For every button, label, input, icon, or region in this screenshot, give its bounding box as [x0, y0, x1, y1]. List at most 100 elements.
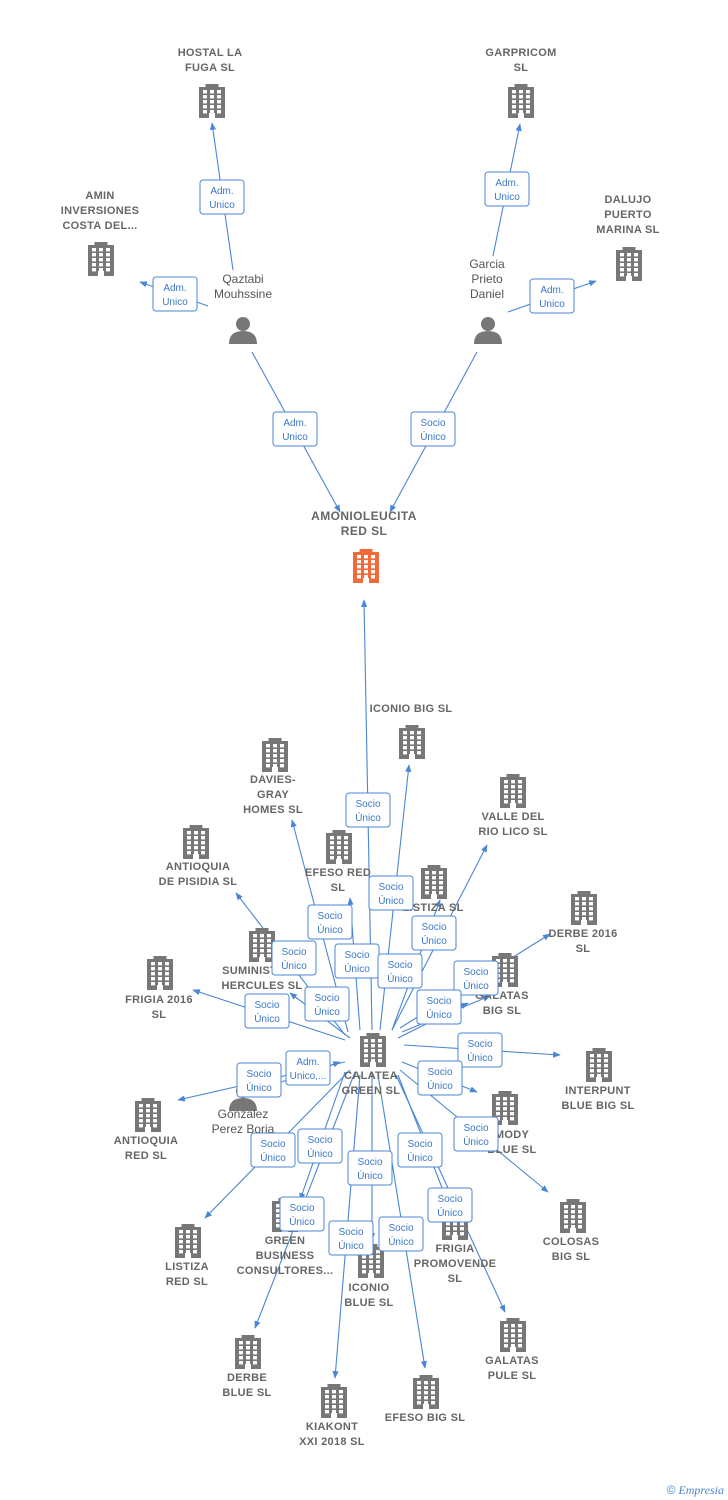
company-building-icon[interactable]	[175, 1224, 201, 1258]
company-building-icon[interactable]	[616, 247, 642, 281]
relation-box[interactable]	[272, 411, 318, 447]
relation-label-qaz-amonio[interactable]: Adm.Unico	[272, 411, 318, 447]
company-building-icon[interactable]	[262, 738, 288, 772]
company-building-icon[interactable]	[135, 1098, 161, 1132]
relation-box[interactable]	[378, 1216, 424, 1252]
relation-box[interactable]	[453, 960, 499, 996]
relation-box[interactable]	[416, 989, 462, 1025]
node-efesobig[interactable]: EFESO BIG SL	[385, 1375, 466, 1424]
relation-box[interactable]	[152, 276, 198, 312]
relation-box[interactable]	[368, 875, 414, 911]
company-building-icon[interactable]	[500, 774, 526, 808]
relation-box[interactable]	[410, 411, 456, 447]
relation-box[interactable]	[411, 915, 457, 951]
relation-label-gon-cal[interactable]: Adm.Unico,...	[285, 1050, 331, 1086]
relation-box[interactable]	[307, 904, 353, 940]
focus-company-building-icon[interactable]	[353, 549, 379, 583]
relation-label-gar-dalujo[interactable]: Adm.Unico	[529, 278, 575, 314]
node-iconiobig[interactable]: ICONIO BIG SL	[370, 703, 453, 759]
relation-box[interactable]	[457, 1032, 503, 1068]
relation-box[interactable]	[377, 953, 423, 989]
relation-label-gar-garpricom[interactable]: Adm.Unico	[484, 171, 530, 207]
company-building-icon[interactable]	[147, 956, 173, 990]
relation-box[interactable]	[244, 993, 290, 1029]
relation-box[interactable]	[236, 1062, 282, 1098]
company-building-icon[interactable]	[249, 928, 275, 962]
relation-box[interactable]	[397, 1132, 443, 1168]
person-icon[interactable]	[474, 317, 502, 344]
company-building-icon[interactable]	[571, 891, 597, 925]
node-listizasl[interactable]: LISTIZA SL	[402, 865, 463, 914]
brand-logo-text[interactable]: Empresia	[678, 1483, 724, 1497]
company-building-icon[interactable]	[360, 1033, 386, 1067]
relation-box[interactable]	[285, 1050, 331, 1086]
company-building-icon[interactable]	[413, 1375, 439, 1409]
relation-box[interactable]	[304, 986, 350, 1022]
relation-box[interactable]	[199, 179, 245, 215]
relation-box[interactable]	[417, 1060, 463, 1096]
relation-box[interactable]	[328, 1220, 374, 1256]
company-building-icon[interactable]	[560, 1199, 586, 1233]
relation-box[interactable]	[250, 1132, 296, 1168]
relation-box[interactable]	[347, 1150, 393, 1186]
company-building-icon[interactable]	[321, 1384, 347, 1418]
company-building-icon[interactable]	[421, 865, 447, 899]
relation-box[interactable]	[345, 792, 391, 828]
relation-box[interactable]	[453, 1116, 499, 1152]
company-building-icon[interactable]	[399, 725, 425, 759]
company-building-icon[interactable]	[326, 830, 352, 864]
relation-box[interactable]	[427, 1187, 473, 1223]
company-building-icon[interactable]	[183, 825, 209, 859]
relation-box[interactable]	[484, 171, 530, 207]
person-icon[interactable]	[229, 317, 257, 344]
relation-box[interactable]	[529, 278, 575, 314]
relation-label-qaz-hostal[interactable]: Adm.Unico	[199, 179, 245, 215]
company-building-icon[interactable]	[235, 1335, 261, 1369]
company-building-icon[interactable]	[199, 84, 225, 118]
company-building-icon[interactable]	[508, 84, 534, 118]
